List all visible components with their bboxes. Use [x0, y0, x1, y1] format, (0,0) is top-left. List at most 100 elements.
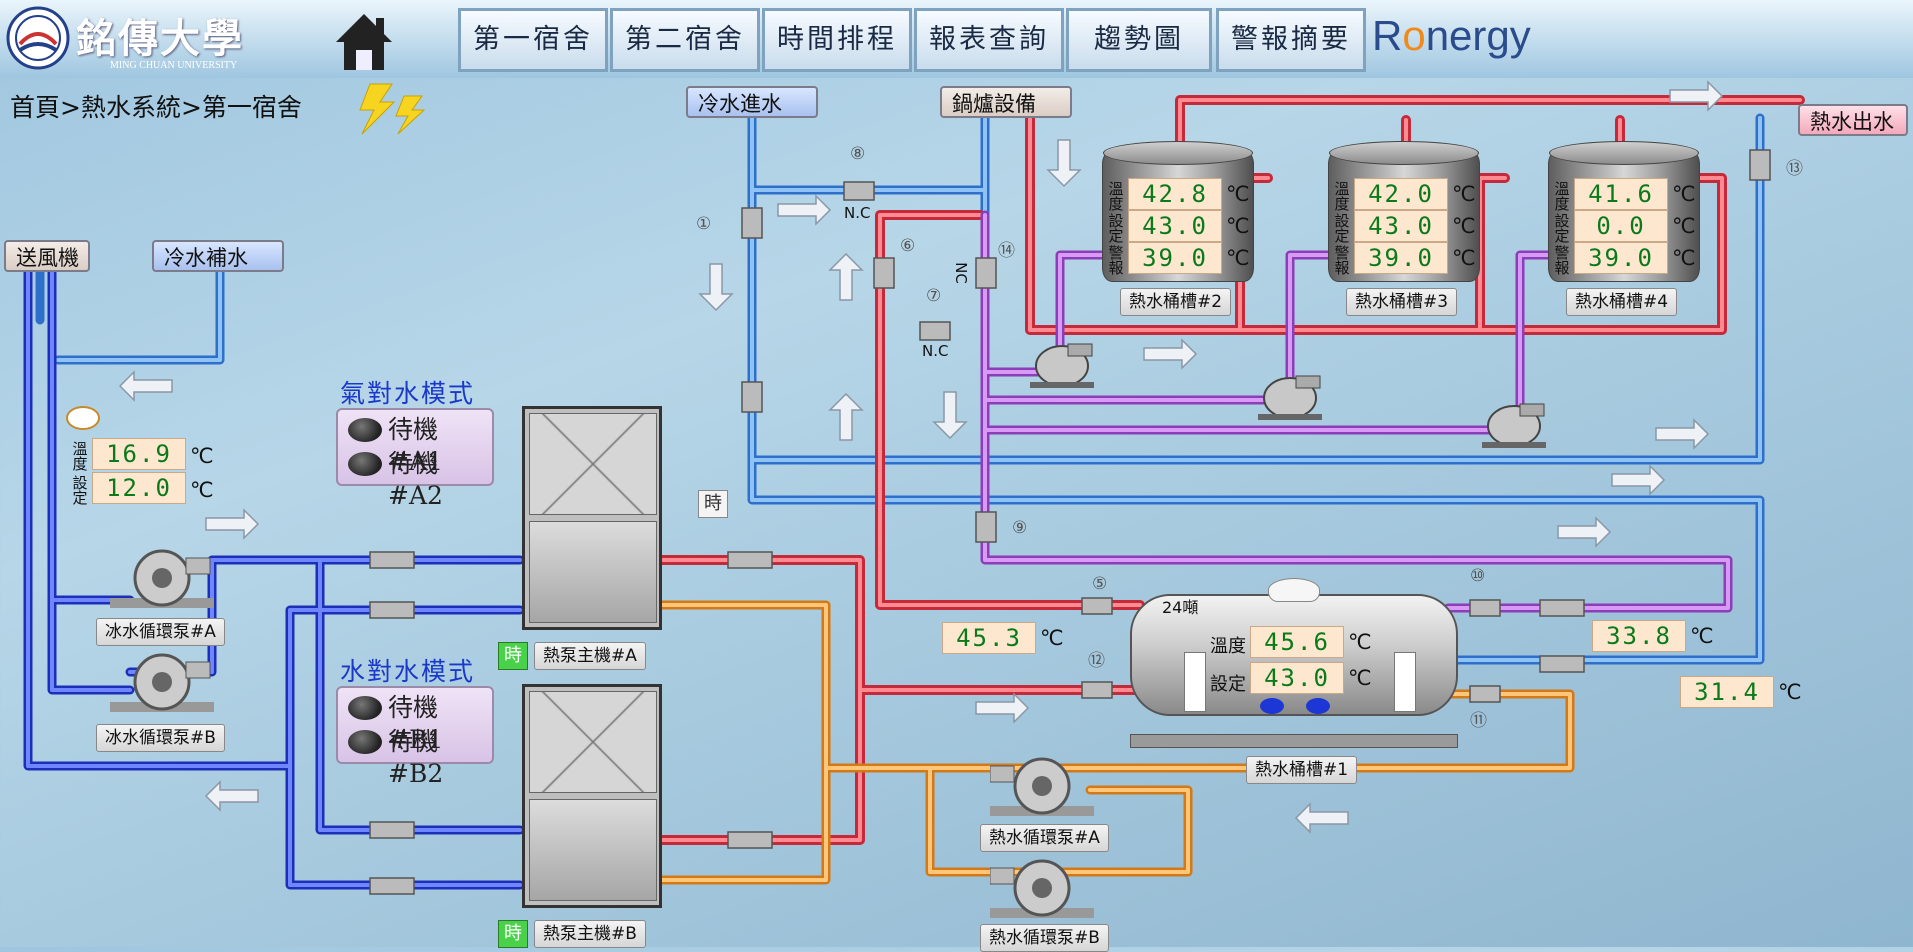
tank1-heater-icon — [1260, 698, 1284, 714]
left-set-label: 設定 — [72, 474, 88, 507]
water-mode-panel: 待機#B1 待機#B2 — [336, 686, 494, 788]
nav-reports[interactable]: 報表查詢 — [914, 8, 1064, 72]
tank1-base — [1130, 734, 1458, 748]
brand-logo: Ronergy — [1372, 12, 1531, 59]
pump-hot-b-label: 熱水循環泵#B — [980, 924, 1109, 952]
status-led-icon — [348, 418, 382, 442]
nav-dorm-1[interactable]: 第一宿舍 — [458, 8, 608, 72]
breadcrumb: 首頁>熱水系統>第一宿舍 — [10, 93, 302, 122]
reading-left-unit: ℃ — [1040, 626, 1064, 650]
pump-chill-b-icon[interactable] — [110, 652, 220, 716]
tank3-set-unit: ℃ — [1452, 214, 1476, 238]
valve-10-label[interactable]: ⑩ — [1470, 566, 1486, 586]
nav-dorm-2[interactable]: 第二宿舍 — [610, 8, 760, 72]
hot-outlet-label: 熱水出水 — [1798, 104, 1908, 136]
reading-right-unit: ℃ — [1690, 624, 1714, 648]
university-seal-icon — [6, 6, 70, 70]
heat-pump-b-label: 熱泵主機#B — [534, 920, 646, 948]
pump-chill-a-icon[interactable] — [110, 548, 220, 612]
tank2-temp-value: 42.8 — [1128, 178, 1222, 210]
tank2-alarm-unit: ℃ — [1226, 246, 1250, 270]
timer-a-badge[interactable]: 時 — [498, 642, 528, 670]
valve-14-label[interactable]: ⑭ — [998, 241, 1015, 261]
reading-outlet-value: 31.4 — [1680, 676, 1774, 708]
tank1-temp-unit: ℃ — [1348, 630, 1372, 654]
lightning-icon — [359, 83, 426, 135]
heat-pump-a-label: 熱泵主機#A — [534, 642, 646, 670]
valve-8-label[interactable]: ⑧ — [850, 144, 866, 164]
valve-11-label[interactable]: ⑪ — [1470, 711, 1487, 731]
valve-8-nc-label: N.C — [844, 204, 871, 222]
left-temp-value: 16.9 — [92, 438, 186, 470]
tank4-alarm-label: 警報 — [1554, 244, 1570, 277]
tank4-set-unit: ℃ — [1672, 214, 1696, 238]
valve-14-nc-label: NC — [951, 262, 970, 284]
valve-5-label[interactable]: ⑤ — [1092, 574, 1108, 594]
tank4-temp-unit: ℃ — [1672, 182, 1696, 206]
tank2-pump-icon[interactable] — [1024, 340, 1100, 390]
schedule-badge[interactable]: 時 — [698, 490, 728, 518]
status-led-icon — [348, 452, 382, 476]
tank4-set-value: 0.0 — [1574, 210, 1668, 242]
tank1-set-value: 43.0 — [1250, 662, 1344, 694]
pump-hot-a-label: 熱水循環泵#A — [980, 824, 1109, 852]
tank1-name: 熱水桶槽#1 — [1246, 756, 1358, 784]
tank1-set-unit: ℃ — [1348, 666, 1372, 690]
left-set-value: 12.0 — [92, 472, 186, 504]
nav-alarm-summary[interactable]: 警報摘要 — [1216, 8, 1366, 72]
valve-1-label[interactable]: ① — [696, 214, 712, 234]
pump-chill-a-label: 冰水循環泵#A — [96, 618, 225, 646]
tank1-heater-icon — [1306, 698, 1330, 714]
tank3-set-value: 43.0 — [1354, 210, 1448, 242]
valve-12-label[interactable]: ⑫ — [1088, 651, 1105, 671]
temp-sensor-icon — [66, 406, 100, 430]
heat-pump-b[interactable] — [522, 684, 662, 908]
tank4-name: 熱水桶槽#4 — [1566, 288, 1678, 316]
tank1-capacity: 24噸 — [1162, 598, 1199, 617]
mode-row-a2[interactable]: 待機#A2 — [344, 448, 492, 510]
boiler-label: 鍋爐設備 — [940, 86, 1072, 118]
tank1-temp-value: 45.6 — [1250, 626, 1344, 658]
heat-pump-a[interactable] — [522, 406, 662, 630]
timer-b-badge[interactable]: 時 — [498, 920, 528, 948]
tank1-set-label: 設定 — [1210, 674, 1246, 695]
nav-trend[interactable]: 趨勢圖 — [1066, 8, 1212, 72]
tank3-temp-label: 溫度 — [1334, 180, 1350, 213]
valve-13-label[interactable]: ⑬ — [1786, 159, 1803, 179]
cold-makeup-label: 冷水補水 — [152, 240, 284, 272]
valve-9-label[interactable]: ⑨ — [1012, 518, 1028, 538]
cold-inlet-label: 冷水進水 — [686, 86, 818, 118]
mode-row-a1[interactable]: 待機#A1 — [344, 414, 492, 476]
tank1-temp-label: 溫度 — [1210, 636, 1246, 657]
logo-text: 銘傳大學 — [76, 15, 244, 62]
air-mode-panel: 待機#A1 待機#A2 — [336, 408, 494, 510]
tank2-set-label: 設定 — [1108, 212, 1124, 245]
tank1-manhole-icon — [1268, 578, 1320, 602]
left-temp-unit: ℃ — [190, 444, 214, 468]
tank3-alarm-unit: ℃ — [1452, 246, 1476, 270]
header: 銘傳大學 MING CHUAN UNIVERSITY 第一宿舍 第二宿舍 時間排… — [0, 0, 1913, 78]
valve-7-label[interactable]: ⑦ — [926, 286, 942, 306]
tank1-leg-left — [1184, 652, 1206, 712]
mode-row-b2[interactable]: 待機#B2 — [344, 726, 492, 788]
pump-chill-b-label: 冰水循環泵#B — [96, 724, 225, 752]
tank3-alarm-value: 39.0 — [1354, 242, 1448, 274]
tank3-set-label: 設定 — [1334, 212, 1350, 245]
valve-6-label[interactable]: ⑥ — [900, 236, 916, 256]
home-icon[interactable] — [334, 10, 394, 72]
tank4-pump-icon[interactable] — [1476, 400, 1552, 450]
tank2-set-value: 43.0 — [1128, 210, 1222, 242]
water-to-water-mode-title: 水對水模式 — [340, 657, 476, 686]
tank1-leg-right — [1394, 652, 1416, 712]
tank3-alarm-label: 警報 — [1334, 244, 1350, 277]
pump-hot-a-icon[interactable] — [990, 756, 1100, 820]
tank4-temp-label: 溫度 — [1554, 180, 1570, 213]
nav-schedule[interactable]: 時間排程 — [762, 8, 912, 72]
tank4-alarm-value: 39.0 — [1574, 242, 1668, 274]
tank3-pump-icon[interactable] — [1252, 372, 1328, 422]
pump-hot-b-icon[interactable] — [990, 858, 1100, 922]
mode-row-b1[interactable]: 待機#B1 — [344, 692, 492, 754]
tank2-alarm-value: 39.0 — [1128, 242, 1222, 274]
reading-outlet-unit: ℃ — [1778, 680, 1802, 704]
